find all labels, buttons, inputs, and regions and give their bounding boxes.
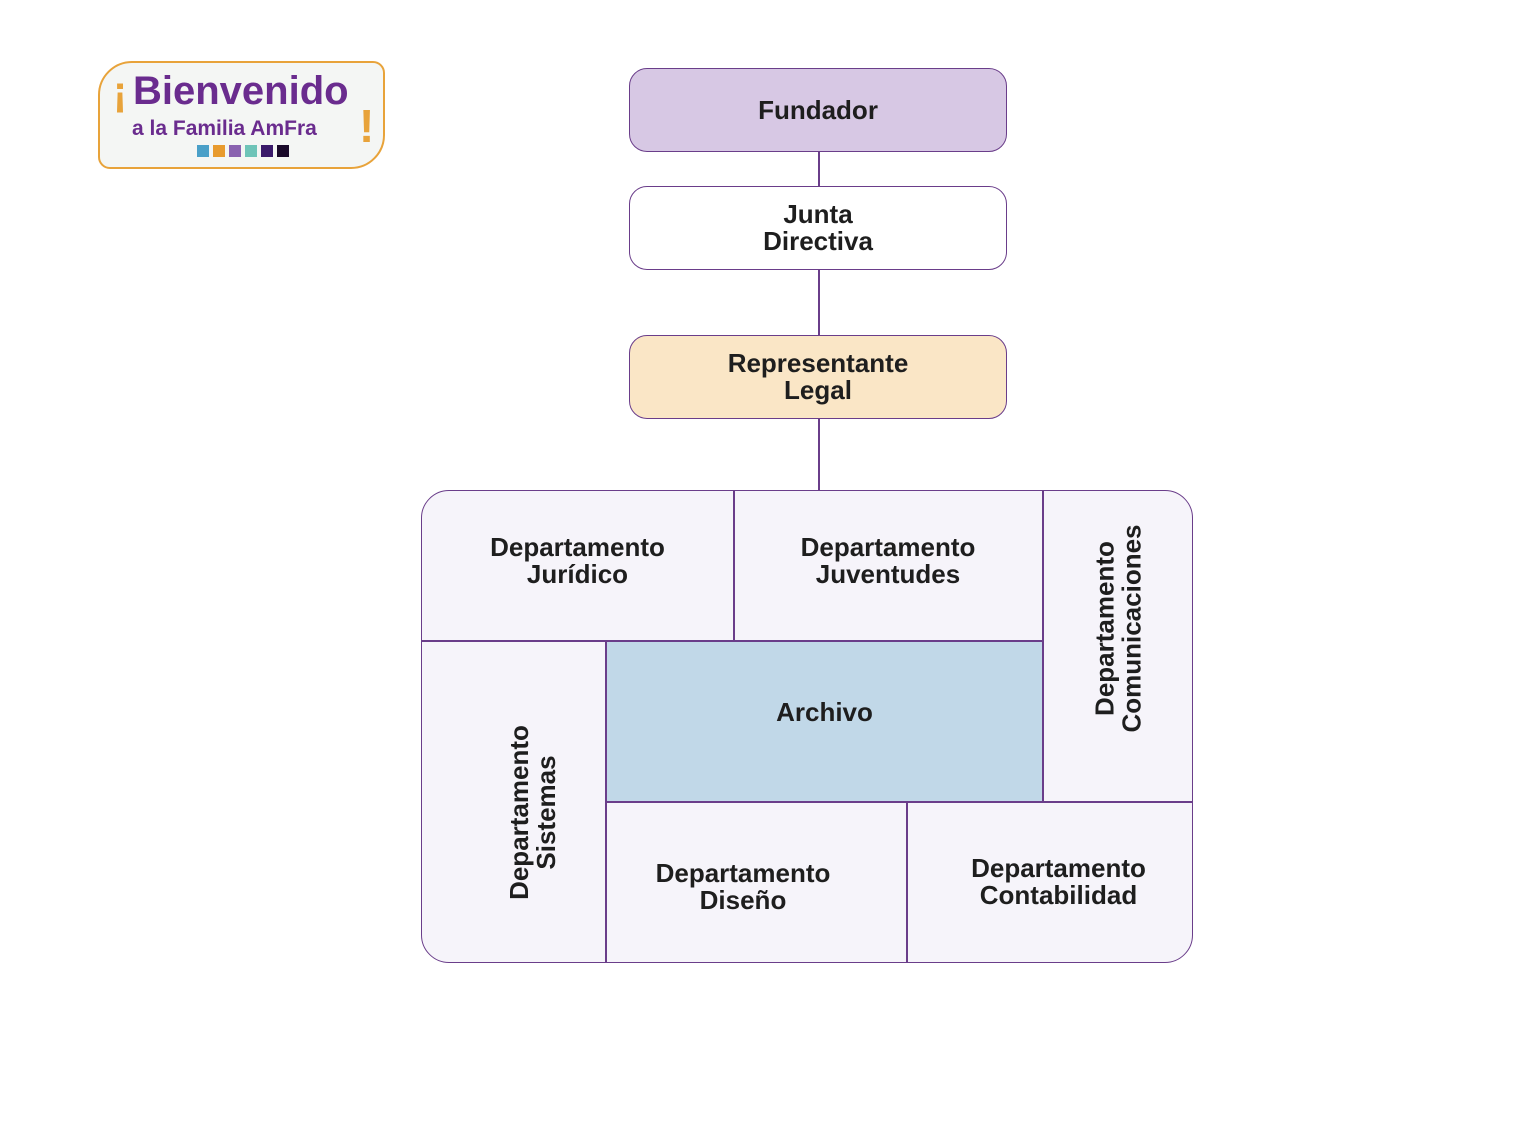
divider (1042, 491, 1044, 802)
representante-legal-label: Representante Legal (727, 348, 909, 405)
divider (422, 640, 1043, 642)
badge-title: Bienvenido (133, 69, 349, 113)
departments-grid: Archivo Departamento Jurídico Departamen… (421, 490, 1193, 963)
color-square-1 (197, 145, 209, 157)
representante-legal-node: Representante Legal (629, 335, 1007, 419)
archivo-label: Archivo (776, 697, 873, 727)
divider (606, 801, 1192, 803)
fundador-label: Fundador (758, 94, 878, 125)
junta-directiva-label: Junta Directiva (763, 199, 873, 256)
juventudes-cell: Departamento Juventudes (734, 491, 1042, 631)
divider (733, 491, 735, 641)
juridico-cell: Departamento Jurídico (422, 491, 733, 631)
color-square-5 (261, 145, 273, 157)
fundador-node: Fundador (629, 68, 1007, 152)
diseno-label: Departamento Diseño (655, 858, 831, 915)
connector-fundador-junta (818, 151, 820, 187)
badge-open-mark: ¡ (113, 68, 127, 115)
badge-subtitle: a la Familia AmFra (132, 117, 317, 140)
connector-junta-representante (818, 269, 820, 336)
sistemas-label: Departamento Sistemas (503, 725, 560, 900)
comunicaciones-cell: Departamento Comunicaciones (1043, 491, 1192, 767)
welcome-badge: ¡ Bienvenido a la Familia AmFra ! (98, 61, 385, 169)
juventudes-label: Departamento Juventudes (800, 532, 976, 589)
color-square-6 (277, 145, 289, 157)
divider (605, 641, 607, 962)
juridico-label: Departamento Jurídico (490, 532, 665, 589)
badge-close-mark: ! (359, 100, 375, 152)
connector-representante-departments (818, 417, 820, 491)
color-square-2 (213, 145, 225, 157)
archivo-cell: Archivo (606, 641, 1043, 802)
contabilidad-cell: Departamento Contabilidad (907, 802, 1192, 962)
contabilidad-label: Departamento Contabilidad (971, 853, 1146, 910)
badge-color-squares (197, 145, 289, 157)
divider (906, 802, 908, 962)
comunicaciones-label: Departamento Comunicaciones (1089, 524, 1147, 734)
color-square-4 (245, 145, 257, 157)
junta-directiva-node: Junta Directiva (629, 186, 1007, 270)
color-square-3 (229, 145, 241, 157)
diseno-cell: Departamento Diseño (606, 802, 880, 962)
